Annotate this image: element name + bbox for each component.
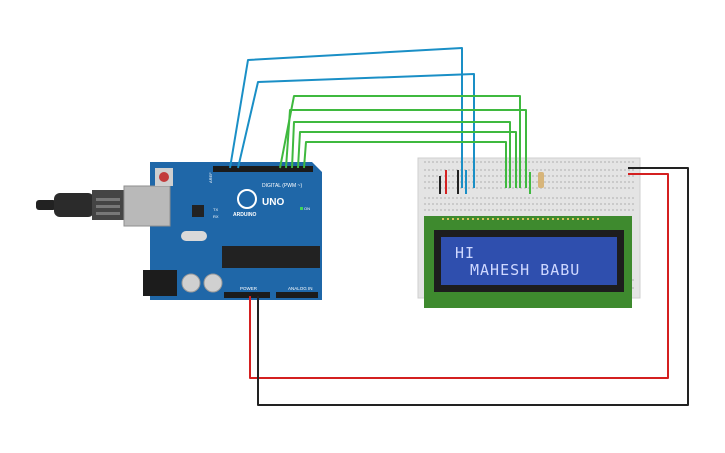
digital-header <box>213 166 313 172</box>
wire-green-1[interactable] <box>279 95 521 188</box>
lcd-line-2: MAHESH BABU <box>470 261 580 279</box>
breadboard-jumpers <box>439 170 531 194</box>
power-led <box>300 207 303 210</box>
arduino-logo <box>237 189 257 209</box>
capacitor-2 <box>203 273 223 293</box>
lcd-screen <box>441 237 617 285</box>
lcd-line-1: HI <box>455 244 475 262</box>
board-model: UNO <box>262 197 284 208</box>
wire-blue-1[interactable] <box>229 47 463 188</box>
analog-header <box>276 292 318 298</box>
board-brand: ARDUINO <box>233 212 256 218</box>
arduino-uno-board[interactable]: UNO ARDUINO DIGITAL (PWM ~) ANALOG IN PO… <box>123 162 322 300</box>
analog-label: ANALOG IN <box>288 286 313 291</box>
capacitor-1 <box>181 273 201 293</box>
wire-green-2[interactable] <box>285 109 527 188</box>
usb-port <box>123 185 171 227</box>
usb-chip <box>192 205 204 217</box>
wire-green-3[interactable] <box>291 121 511 188</box>
usb-cable <box>36 190 126 220</box>
dc-power-jack <box>143 270 177 296</box>
wire-black-gnd[interactable] <box>257 167 689 406</box>
lcd-16x2-module[interactable]: HI MAHESH BABU <box>424 216 632 308</box>
crystal-oscillator <box>181 231 207 241</box>
on-label: ON <box>304 206 310 211</box>
wire-green-5[interactable] <box>303 141 507 188</box>
resistor[interactable] <box>538 172 544 188</box>
digital-label: DIGITAL (PWM ~) <box>262 183 302 189</box>
green-wires <box>279 95 527 188</box>
tx-label: TX <box>213 207 218 212</box>
power-header <box>224 292 270 298</box>
atmega-chip <box>222 246 320 268</box>
wire-red-5v[interactable] <box>249 173 669 379</box>
usb-cable-plug <box>54 193 94 217</box>
rx-label: RX <box>213 214 219 219</box>
aref-label: AREF <box>208 172 213 183</box>
wire-green-4[interactable] <box>297 131 517 188</box>
power-label: POWER <box>240 286 258 291</box>
usb-cable-tail <box>36 200 56 210</box>
